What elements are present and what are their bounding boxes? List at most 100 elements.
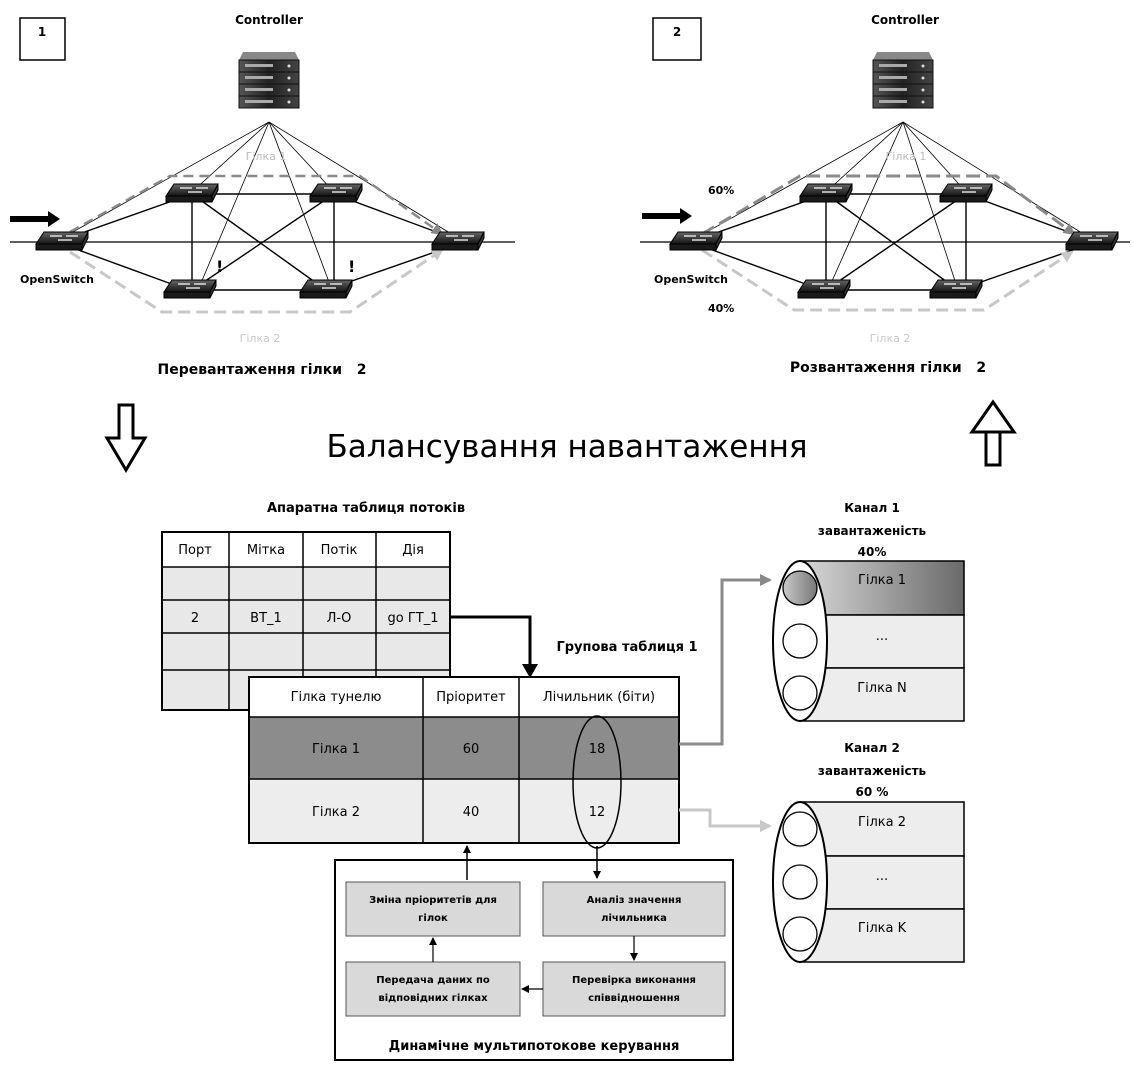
alert-mark: ! xyxy=(216,257,223,276)
data-transfer-text: Передача даних по xyxy=(376,975,490,986)
channel1-lane-label: Гілка 1 xyxy=(858,573,906,588)
dynamic-control-block: Зміна пріоритетів для гілок Аналіз значе… xyxy=(334,859,734,1061)
switch-icon xyxy=(299,279,353,299)
channel2-load: 60 % xyxy=(856,785,889,799)
hw-cell: Л-О xyxy=(327,611,352,626)
counter-analysis-text: лічильника xyxy=(601,913,667,924)
channel1-tube xyxy=(782,675,818,711)
panel-unload: 2 Controller Гілка 1 Гілка xyxy=(640,13,1130,376)
egress-switch-icon xyxy=(431,231,485,251)
controller-label: Controller xyxy=(871,13,939,27)
channel2-tube xyxy=(782,811,818,847)
priority-change-text: Зміна пріоритетів для xyxy=(369,895,497,906)
switch-icon xyxy=(939,183,993,203)
panel-number: 2 xyxy=(673,25,681,39)
group-cell: 60 xyxy=(463,742,480,757)
up-arrow-icon xyxy=(969,399,1017,467)
ratio-check-text: Перевірка виконання xyxy=(572,975,696,986)
hw-table-header-bg xyxy=(162,532,450,567)
group-table-title: Групова таблиця 1 xyxy=(556,640,697,655)
alert-mark: ! xyxy=(348,257,355,276)
hardware-flow-table: Апаратна таблиця потоків Порт Мітка Поті… xyxy=(161,501,465,711)
panel-number-box xyxy=(652,17,702,61)
group-cell: 18 xyxy=(589,742,606,757)
channel2-lane-label: Гілка 2 xyxy=(858,815,906,830)
data-transfer-box xyxy=(345,961,521,1017)
channel1-title: Канал 1 xyxy=(844,501,900,515)
branch2-path xyxy=(69,248,444,314)
openswitch-icon xyxy=(669,231,723,251)
branch1-label: Гілка 1 xyxy=(246,150,287,163)
group-cell: Гілка 2 xyxy=(312,805,360,820)
channel1-lane xyxy=(799,667,965,722)
branch1-label: Гілка 1 xyxy=(886,150,927,163)
route-to-channel1 xyxy=(679,574,772,746)
switch-icon xyxy=(929,279,983,299)
branch1-path xyxy=(701,174,1076,236)
branch2-label: Гілка 2 xyxy=(870,332,911,345)
branch1-share: 60% xyxy=(708,184,734,197)
panel-number: 1 xyxy=(38,25,46,39)
group-header-cell: Пріоритет xyxy=(436,690,506,705)
panel-number-box xyxy=(19,17,66,61)
goto-group-arrow xyxy=(450,615,532,668)
switch-icon xyxy=(165,183,219,203)
counter-analysis-box xyxy=(542,881,726,937)
priority-change-text: гілок xyxy=(418,913,448,924)
controller-label: Controller xyxy=(235,13,303,27)
channel2-tube xyxy=(782,864,818,900)
channel2-group: Канал 2 завантаженість 60 % Гілка 2 ... … xyxy=(772,741,965,963)
channel2-lane-label: ... xyxy=(876,869,888,884)
ratio-check-box xyxy=(542,961,726,1017)
switch-icon xyxy=(799,183,853,203)
openswitch-label: OpenSwitch xyxy=(654,273,728,286)
hw-cell: BT_1 xyxy=(250,611,282,626)
control-caption: Динамічне мультипотокове керування xyxy=(389,1039,680,1054)
switch-icon xyxy=(797,279,851,299)
main-title: Балансування навантаження xyxy=(326,429,807,465)
channel1-lane-label: Гілка N xyxy=(857,681,907,696)
branch1-path xyxy=(69,174,444,236)
branch2-path xyxy=(701,248,1074,312)
branch2-share: 40% xyxy=(708,302,734,315)
goto-group-arrowhead xyxy=(522,664,538,678)
channel1-tube xyxy=(782,570,818,606)
group-cell: 12 xyxy=(589,805,606,820)
panel-caption: Перевантаження гілки 2 xyxy=(158,362,367,378)
channel1-load: 40% xyxy=(858,545,887,559)
channel2-tube xyxy=(782,916,818,952)
channel1-tube xyxy=(782,623,818,659)
channel2-lane-label: Гілка K xyxy=(858,921,907,936)
input-traffic-arrow xyxy=(642,208,692,224)
priority-change-box xyxy=(345,881,521,937)
group-cell: 40 xyxy=(463,805,480,820)
group-header-cell: Лічильник (біти) xyxy=(543,690,655,705)
egress-switch-icon xyxy=(1065,231,1119,251)
group-table-header-bg xyxy=(249,677,679,717)
route-to-channel2 xyxy=(679,808,772,832)
panel-overload: 1 Controller xyxy=(10,13,515,378)
data-transfer-text: відповідних гілках xyxy=(378,993,488,1004)
channel2-subtitle: завантаженість xyxy=(818,764,927,778)
hw-header-cell: Мітка xyxy=(247,543,285,558)
group-cell: Гілка 1 xyxy=(312,742,360,757)
branch2-label: Гілка 2 xyxy=(240,332,281,345)
channel2-title: Канал 2 xyxy=(844,741,900,755)
channel1-group: Канал 1 завантаженість 40% Гілка 1 ... Г… xyxy=(772,501,965,722)
controller-server-icon xyxy=(872,51,934,109)
down-arrow-icon xyxy=(104,403,148,473)
hw-cell: 2 xyxy=(191,611,199,626)
channel1-subtitle: завантаженість xyxy=(818,524,927,538)
group-row-branch1 xyxy=(249,717,679,779)
openswitch-icon xyxy=(35,231,89,251)
group-header-cell: Гілка тунелю xyxy=(291,690,382,705)
hw-cell: go ГТ_1 xyxy=(388,611,439,626)
group-table: Гілка тунелю Пріоритет Лічильник (біти) … xyxy=(248,676,680,849)
hw-header-cell: Потік xyxy=(321,543,358,558)
group-row-branch2 xyxy=(249,779,679,843)
hw-header-cell: Порт xyxy=(178,543,212,558)
openswitch-label: OpenSwitch xyxy=(20,273,94,286)
switch-icon xyxy=(309,183,363,203)
channel2-lane xyxy=(799,801,965,857)
